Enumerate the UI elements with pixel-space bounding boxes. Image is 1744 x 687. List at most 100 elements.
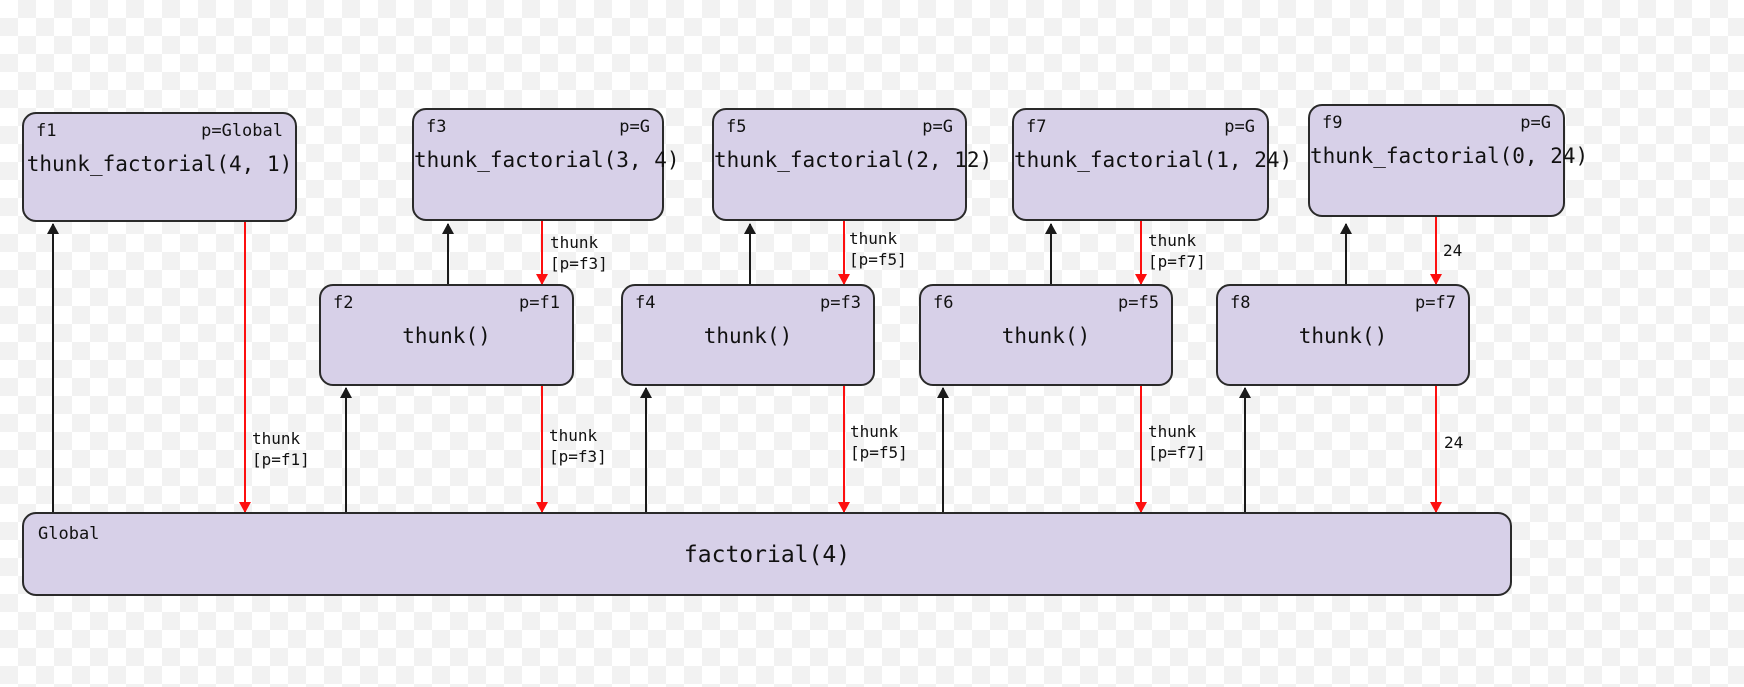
frame-id-label: f6: [933, 293, 954, 313]
return-f3-to-f2-head: [442, 223, 454, 234]
call-f7-to-thunk-f7-shaft: [1140, 221, 1142, 284]
call-f6-to-thunk-f7-shaft: [1140, 386, 1142, 512]
call-f1-to-thunk-f1-head: [239, 502, 251, 513]
label-thunk-pf3-upper: thunk [p=f3]: [550, 233, 608, 273]
call-f8-value-24: [1430, 386, 1442, 513]
frame-id-label: f7: [1026, 117, 1047, 137]
return-f4-to-global-shaft: [645, 388, 647, 512]
return-f7-to-f6: [1045, 223, 1057, 284]
frame-call-expression: thunk_factorial(3, 4): [414, 148, 680, 172]
return-f9-to-f8: [1340, 223, 1352, 284]
frame-parent-label: p=f1: [519, 293, 560, 313]
call-f5-to-thunk-f5-shaft: [843, 221, 845, 284]
call-f7-to-thunk-f7-head: [1135, 274, 1147, 285]
frame-parent-label: p=G: [1224, 117, 1255, 137]
frame-call-expression: thunk_factorial(2, 12): [714, 148, 993, 172]
frame-f4: f4 p=f3 thunk(): [621, 284, 875, 386]
call-f8-value-24-head: [1430, 502, 1442, 513]
call-f8-value-24-shaft: [1435, 386, 1437, 512]
call-f6-to-thunk-f7: [1135, 386, 1147, 513]
frame-id-label: f9: [1322, 113, 1343, 133]
return-f8-to-global-shaft: [1244, 388, 1246, 512]
return-f1-to-global-head: [47, 223, 59, 234]
frame-parent-label: p=Global: [201, 121, 283, 141]
return-f5-to-f4-shaft: [749, 224, 751, 284]
return-f7-to-f6-shaft: [1050, 224, 1052, 284]
frame-call-expression: thunk(): [402, 324, 491, 348]
frame-parent-label: p=f7: [1415, 293, 1456, 313]
frame-f5: f5 p=G thunk_factorial(2, 12): [712, 108, 993, 221]
call-f2-to-thunk-f3: [536, 386, 548, 513]
global-frame-label: Global: [38, 524, 100, 544]
frame-id-label: f1: [36, 121, 57, 141]
label-thunk-pf5-lower: thunk [p=f5]: [850, 422, 908, 462]
call-f2-to-thunk-f3-head: [536, 502, 548, 513]
return-f6-to-global: [937, 387, 949, 512]
label-thunk-pf1-lower: thunk [p=f1]: [252, 429, 310, 469]
return-f9-to-f8-head: [1340, 223, 1352, 234]
return-f6-to-global-shaft: [942, 388, 944, 512]
label-value-24-upper: 24: [1443, 241, 1463, 260]
return-f1-to-global: [47, 223, 59, 512]
return-f7-to-f6-head: [1045, 223, 1057, 234]
frame-parent-label: p=f5: [1118, 293, 1159, 313]
frame-call-expression: thunk_factorial(4, 1): [26, 152, 293, 176]
frame-f9: f9 p=G thunk_factorial(0, 24): [1308, 104, 1589, 217]
call-f4-to-thunk-f5: [838, 386, 850, 513]
frame-id-label: f8: [1230, 293, 1251, 313]
frame-id-label: f4: [635, 293, 656, 313]
return-f3-to-f2: [442, 223, 454, 284]
return-f2-to-global-head: [340, 387, 352, 398]
return-f9-to-f8-shaft: [1345, 224, 1347, 284]
call-f4-to-thunk-f5-shaft: [843, 386, 845, 512]
frame-id-label: f3: [426, 117, 447, 137]
call-f6-to-thunk-f7-head: [1135, 502, 1147, 513]
return-f8-to-global: [1239, 387, 1251, 512]
frame-f2: f2 p=f1 thunk(): [319, 284, 574, 386]
call-f9-value-24: [1430, 217, 1442, 285]
frame-id-label: f5: [726, 117, 747, 137]
return-f8-to-global-head: [1239, 387, 1251, 398]
return-f4-to-global-head: [640, 387, 652, 398]
frame-parent-label: p=f3: [820, 293, 861, 313]
call-f1-to-thunk-f1-shaft: [244, 222, 246, 512]
frame-call-expression: thunk(): [703, 324, 793, 348]
frame-call-expression: thunk_factorial(1, 24): [1014, 148, 1293, 172]
frame-id-label: f2: [333, 293, 354, 313]
frame-parent-label: p=G: [1520, 113, 1551, 133]
call-f5-to-thunk-f5: [838, 221, 850, 285]
return-f5-to-f4-head: [744, 223, 756, 234]
frame-f1: f1 p=Global thunk_factorial(4, 1): [22, 112, 297, 222]
return-f1-to-global-shaft: [52, 224, 54, 512]
call-f9-value-24-shaft: [1435, 217, 1437, 284]
call-f9-value-24-head: [1430, 274, 1442, 285]
call-f4-to-thunk-f5-head: [838, 502, 850, 513]
frame-call-expression: thunk(): [1001, 324, 1091, 348]
frame-f8: f8 p=f7 thunk(): [1216, 284, 1470, 386]
frame-f6: f6 p=f5 thunk(): [919, 284, 1173, 386]
return-f5-to-f4: [744, 223, 756, 284]
label-thunk-pf5-upper: thunk [p=f5]: [849, 229, 907, 269]
call-f2-to-thunk-f3-shaft: [541, 386, 543, 512]
return-f2-to-global-shaft: [345, 388, 347, 512]
return-f6-to-global-head: [937, 387, 949, 398]
frame-parent-label: p=G: [619, 117, 650, 137]
label-value-24-lower: 24: [1444, 433, 1464, 452]
call-f3-to-thunk-f3-shaft: [541, 221, 543, 284]
call-f3-to-thunk-f3-head: [536, 274, 548, 285]
frame-f7: f7 p=G thunk_factorial(1, 24): [1012, 108, 1293, 221]
frame-call-expression: thunk_factorial(0, 24): [1310, 144, 1589, 168]
return-f4-to-global: [640, 387, 652, 512]
frame-f3: f3 p=G thunk_factorial(3, 4): [412, 108, 680, 221]
label-thunk-pf3-lower: thunk [p=f3]: [549, 426, 607, 466]
label-thunk-pf7-upper: thunk [p=f7]: [1148, 231, 1206, 271]
call-f3-to-thunk-f3: [536, 221, 548, 285]
return-f2-to-global: [340, 387, 352, 512]
frame-parent-label: p=G: [922, 117, 953, 137]
call-f7-to-thunk-f7: [1135, 221, 1147, 285]
label-thunk-pf7-lower: thunk [p=f7]: [1148, 422, 1206, 462]
frame-call-expression: thunk(): [1298, 324, 1388, 348]
return-f3-to-f2-shaft: [447, 224, 449, 284]
